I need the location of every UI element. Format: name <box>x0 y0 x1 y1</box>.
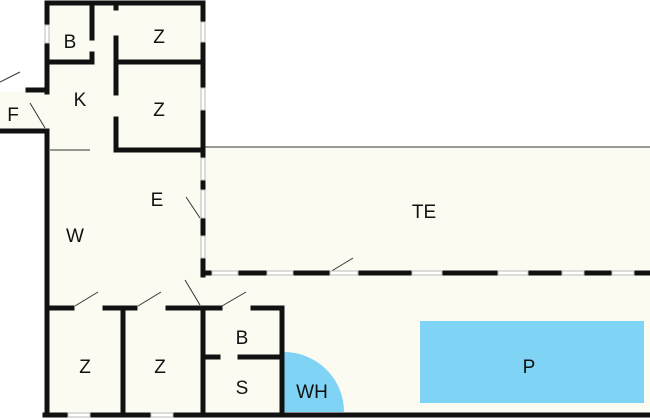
pool <box>420 321 644 403</box>
room-label-room-top1: Z <box>153 27 165 48</box>
windows <box>44 21 635 418</box>
room-label-storage: S <box>235 378 249 399</box>
room-label-bath-top: B <box>63 32 77 53</box>
room-label-hall: F <box>7 105 19 126</box>
room-label-pool: P <box>522 357 536 378</box>
room-label-room-bottom2: Z <box>154 357 166 378</box>
room-label-room-bottom1: Z <box>79 357 91 378</box>
door-swings <box>0 71 650 307</box>
room-label-entrance: E <box>150 190 164 211</box>
room-label-living: W <box>66 226 84 247</box>
whirlpool <box>284 352 344 412</box>
room-label-room-top2: Z <box>153 100 165 121</box>
room-label-whirlpool: WH <box>296 382 328 403</box>
room-label-terrace: TE <box>411 202 437 223</box>
room-label-kitchen: K <box>73 90 87 111</box>
room-label-bath-bottom: B <box>235 328 249 349</box>
